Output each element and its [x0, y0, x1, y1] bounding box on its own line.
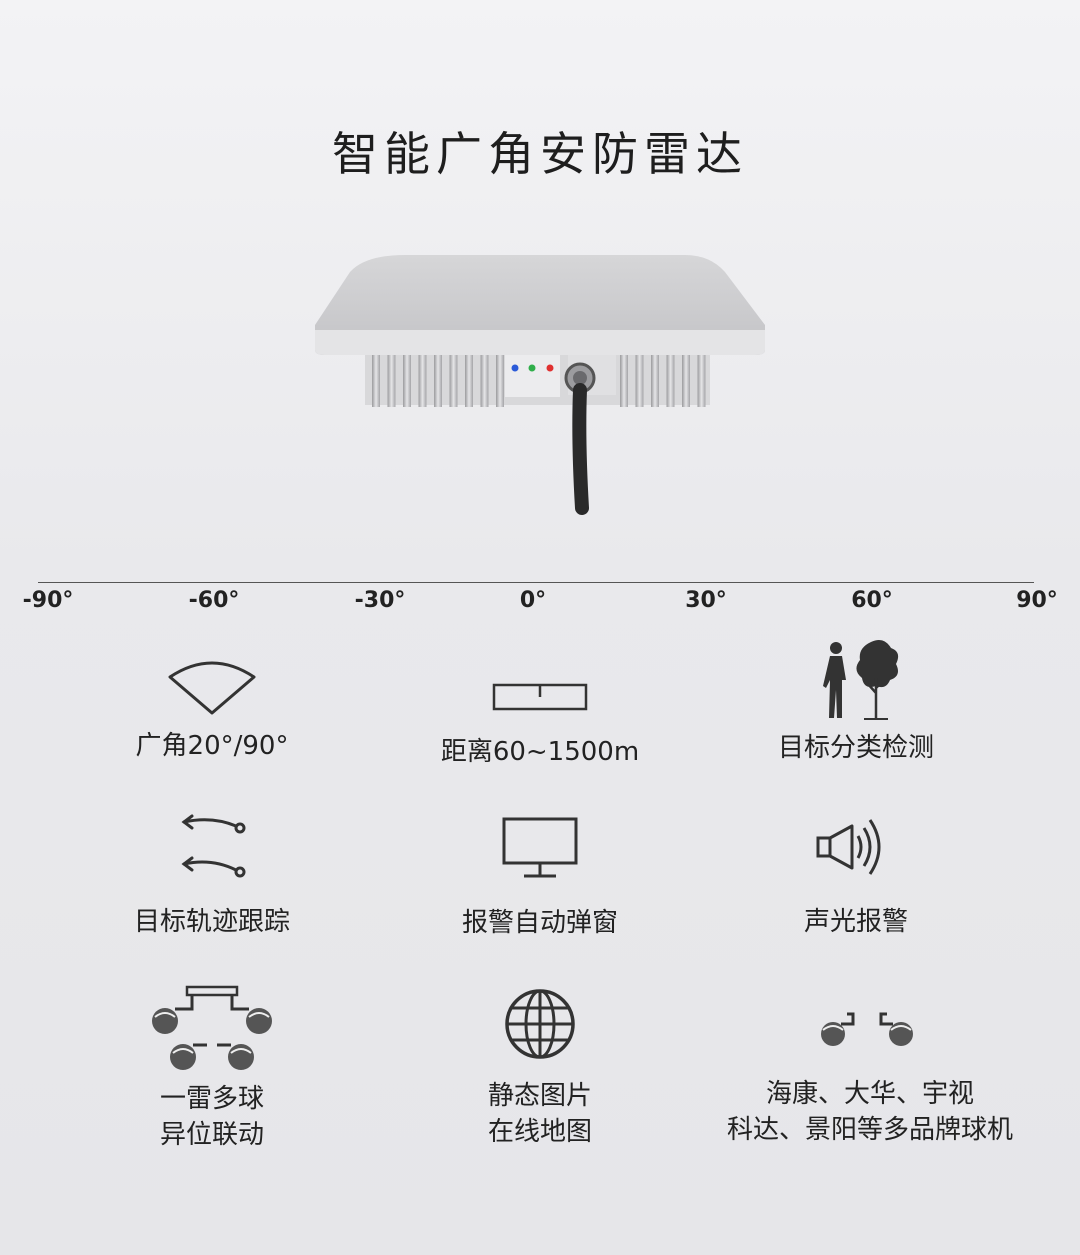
tick-label: 0° — [519, 588, 547, 613]
feature-sound-light: 声光报警 — [686, 812, 1026, 940]
feature-label: 目标分类检测 — [777, 733, 934, 763]
angle-scale-line — [38, 582, 1034, 583]
feature-label: 广角20°/90° — [135, 731, 289, 761]
monitor-icon — [502, 817, 578, 878]
tick-label: -90° — [22, 588, 74, 613]
feature-alarm-popup: 报警自动弹窗 — [370, 815, 710, 941]
wide-angle-icon — [168, 661, 256, 715]
multi-camera-icon — [152, 985, 272, 1070]
feature-distance: 距离60~1500m — [370, 655, 710, 770]
feature-label-line: 静态图片 — [487, 1081, 592, 1111]
dome-camera-icon — [821, 1012, 913, 1046]
heatsink-fin — [697, 355, 706, 407]
led-green-icon — [528, 364, 536, 372]
feature-wide-angle: 广角20°/90° — [42, 655, 382, 764]
track-icon — [181, 814, 246, 878]
heatsink-fin — [387, 355, 396, 407]
speaker-icon — [816, 819, 881, 875]
globe-icon — [505, 989, 575, 1059]
heatsink-fin — [682, 355, 690, 407]
heatsink-fin — [666, 355, 675, 407]
heatsink-fin — [480, 355, 489, 407]
feature-map: 静态图片 在线地图 — [370, 988, 710, 1150]
heatsink-fin — [635, 355, 644, 407]
feature-label-line: 海康、大华、宇视 — [765, 1079, 974, 1109]
led-panel — [505, 355, 560, 397]
feature-label: 声光报警 — [803, 907, 908, 937]
heatsink-fin — [449, 355, 458, 407]
heatsink-fin — [372, 355, 380, 407]
page-title: 智能广角安防雷达 — [332, 127, 748, 181]
feature-track: 目标轨迹跟踪 — [42, 808, 382, 940]
feature-label: 报警自动弹窗 — [461, 908, 618, 938]
feature-brands: 海康、大华、宇视 科达、景阳等多品牌球机 — [700, 1010, 1040, 1148]
tick-label: 60° — [851, 588, 893, 613]
heatsink-fin — [434, 355, 442, 407]
tick-label: -60° — [188, 588, 240, 613]
feature-label-line: 一雷多球 — [159, 1084, 264, 1114]
heatsink-fin — [418, 355, 427, 407]
feature-label-line: 科达、景阳等多品牌球机 — [726, 1115, 1013, 1145]
radar-device-image — [315, 255, 765, 515]
feature-linkage: 一雷多球 异位联动 — [42, 985, 382, 1153]
person-tree-icon — [823, 640, 899, 720]
heatsink-fin — [403, 355, 411, 407]
heatsink-fin — [496, 355, 504, 407]
distance-icon — [492, 683, 588, 711]
heatsink-fin — [651, 355, 659, 407]
heatsink-fin — [465, 355, 473, 407]
feature-label-line: 在线地图 — [487, 1117, 592, 1147]
feature-classification: 目标分类检测 — [686, 638, 1026, 766]
led-blue-icon — [511, 364, 519, 372]
feature-label-line: 异位联动 — [159, 1120, 264, 1150]
feature-label: 目标轨迹跟踪 — [133, 907, 290, 937]
heatsink-fin — [620, 355, 628, 407]
cable — [572, 383, 589, 515]
tick-label: 30° — [685, 588, 727, 613]
feature-label: 距离60~1500m — [440, 737, 640, 767]
tick-label: 90° — [1016, 588, 1058, 613]
led-red-icon — [546, 364, 554, 372]
tick-label: -30° — [354, 588, 406, 613]
